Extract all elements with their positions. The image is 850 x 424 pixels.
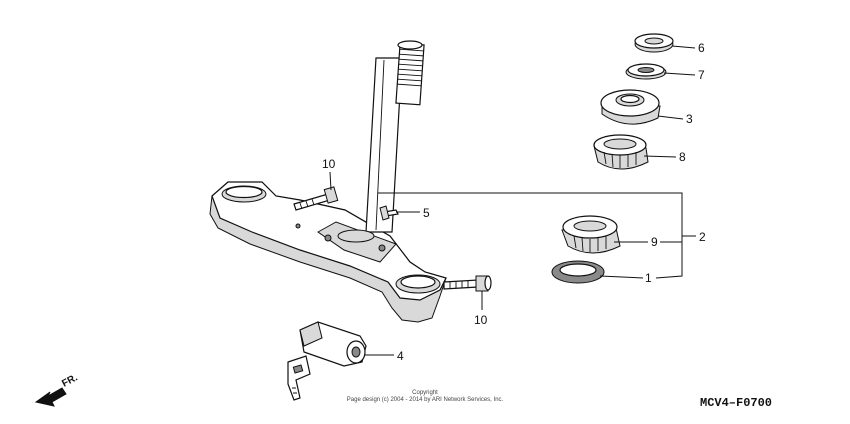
lower-bearing-9[interactable] xyxy=(561,215,621,254)
callout-10-lower[interactable]: 10 xyxy=(474,313,488,327)
bolt-10-upper[interactable] xyxy=(293,186,339,211)
lock-nut-6[interactable] xyxy=(634,33,674,53)
lock-washer-7[interactable] xyxy=(625,63,667,80)
callout-labels: 6 7 3 8 2 9 1 5 10 10 4 xyxy=(322,41,706,363)
steering-lock-4[interactable] xyxy=(287,321,367,401)
dust-seal-1[interactable] xyxy=(551,260,605,284)
callout-10-upper[interactable]: 10 xyxy=(322,157,336,171)
callout-4[interactable]: 4 xyxy=(397,349,404,363)
callout-8[interactable]: 8 xyxy=(679,150,686,164)
leader-lines xyxy=(329,45,696,356)
copyright-line-1: Copyright xyxy=(412,390,438,396)
diagram-code: MCV4–F0700 xyxy=(700,396,772,410)
front-label: FR. xyxy=(60,372,80,389)
copyright-line-2: Page design (c) 2004 - 2014 by ARI Netwo… xyxy=(347,397,504,403)
callout-3[interactable]: 3 xyxy=(686,112,693,126)
bolt-10-lower[interactable] xyxy=(443,275,492,292)
callout-9[interactable]: 9 xyxy=(651,235,658,249)
callout-5[interactable]: 5 xyxy=(423,206,430,220)
front-arrow-icon: FR. xyxy=(34,372,80,407)
adjusting-nut-3[interactable] xyxy=(600,89,661,125)
steering-stem-assembly[interactable] xyxy=(209,40,447,323)
callout-6[interactable]: 6 xyxy=(698,41,705,55)
callout-1[interactable]: 1 xyxy=(645,271,652,285)
callout-7[interactable]: 7 xyxy=(698,68,705,82)
screw-5[interactable] xyxy=(379,205,399,221)
callout-2[interactable]: 2 xyxy=(699,230,706,244)
upper-bearing-8[interactable] xyxy=(593,134,649,170)
